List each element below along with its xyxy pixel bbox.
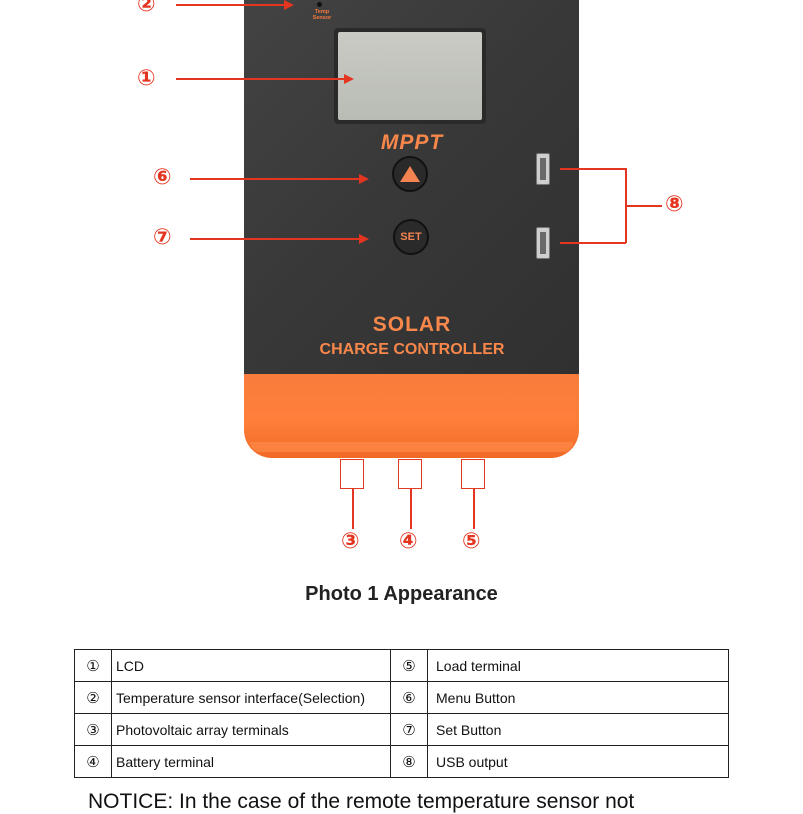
callout-7-line (190, 238, 359, 240)
callout-7: ⑦ (153, 225, 172, 250)
callout-8: ⑧ (665, 192, 684, 217)
load-terminal (461, 459, 485, 489)
callout-8-line-vertical (625, 168, 627, 243)
callout-1: ① (137, 66, 156, 91)
legend-num: ⑤ (390, 649, 428, 682)
triangle-up-icon (400, 166, 420, 182)
table-row: ② Temperature sensor interface(Selection… (74, 681, 729, 714)
brand-solar: SOLAR (372, 313, 452, 336)
callout-7-arrow-icon (359, 234, 369, 244)
legend-num: ⑦ (390, 713, 428, 746)
table-row: ① LCD ⑤ Load terminal (74, 649, 729, 682)
callout-8-line-top (560, 168, 626, 170)
battery-terminal (398, 459, 422, 489)
callout-2-arrow-icon (284, 0, 294, 10)
menu-button (392, 156, 428, 192)
legend-num: ① (74, 649, 112, 682)
legend-desc: LCD (111, 649, 391, 682)
callout-1-line (176, 78, 344, 80)
set-button-label: SET (400, 231, 422, 243)
orange-base-lip (250, 442, 573, 452)
table-row: ④ Battery terminal ⑧ USB output (74, 745, 729, 778)
callout-2: ② (137, 0, 156, 17)
callout-6-line (190, 178, 359, 180)
lcd-display (334, 28, 486, 124)
lcd-screen (338, 32, 482, 120)
legend-desc: Temperature sensor interface(Selection) (111, 681, 391, 714)
callout-5-line (473, 489, 475, 529)
pv-terminal (340, 459, 364, 489)
temp-label-line2: Sensor (312, 14, 332, 21)
legend-desc: Battery terminal (111, 745, 391, 778)
temp-sensor-label: Temp Sensor (306, 9, 338, 21)
legend-desc: Photovoltaic array terminals (111, 713, 391, 746)
callout-4: ④ (399, 529, 418, 554)
callout-2-line (176, 4, 284, 6)
legend-num: ⑧ (390, 745, 428, 778)
callout-6: ⑥ (153, 165, 172, 190)
figure-caption: Photo 1 Appearance (305, 583, 498, 605)
table-row: ③ Photovoltaic array terminals ⑦ Set But… (74, 713, 729, 746)
callout-1-arrow-icon (344, 74, 354, 84)
callout-3-line (352, 489, 354, 529)
callout-8-line-out (626, 205, 662, 207)
legend-desc: Set Button (427, 713, 729, 746)
legend-table: ① LCD ⑤ Load terminal ② Temperature sens… (74, 649, 729, 778)
brand-charge-controller: CHARGE CONTROLLER (319, 341, 505, 358)
legend-num: ⑥ (390, 681, 428, 714)
legend-num: ④ (74, 745, 112, 778)
controller-orange-base (244, 374, 579, 458)
legend-desc: USB output (427, 745, 729, 778)
usb-port-1 (536, 153, 550, 185)
legend-num: ③ (74, 713, 112, 746)
callout-5: ⑤ (462, 529, 481, 554)
callout-8-line-bottom (560, 242, 626, 244)
notice-text: NOTICE: In the case of the remote temper… (88, 790, 635, 813)
temp-sensor-port (317, 2, 322, 7)
temp-label-line1: Temp (314, 9, 330, 15)
legend-desc: Menu Button (427, 681, 729, 714)
callout-6-arrow-icon (359, 174, 369, 184)
usb-port-2 (536, 227, 550, 259)
callout-3: ③ (341, 529, 360, 554)
legend-desc: Load terminal (427, 649, 729, 682)
legend-num: ② (74, 681, 112, 714)
callout-4-line (410, 489, 412, 529)
mppt-label: MPPT (380, 131, 444, 154)
set-button: SET (393, 219, 429, 255)
